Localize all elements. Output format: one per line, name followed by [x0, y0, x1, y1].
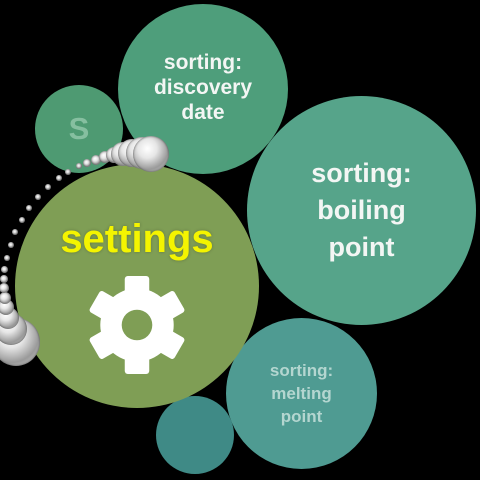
settings-button[interactable]: settings [15, 164, 259, 408]
diamond-bead [18, 216, 25, 223]
sort-melting-point-button[interactable]: sorting: melting point [226, 318, 377, 469]
diamond-bead [0, 275, 9, 284]
diamond-bead [7, 241, 14, 248]
diamond-bead [55, 175, 62, 182]
diamond-bead [26, 204, 33, 211]
diamond-bead [75, 163, 82, 170]
diamond-bead [0, 291, 11, 304]
diamond-bead [65, 168, 72, 175]
sort-melting-point-label: sorting: melting point [269, 361, 334, 426]
sort-boiling-point-label: sorting: boiling point [311, 158, 412, 262]
settings-label: settings [60, 217, 214, 261]
diamond-bead [83, 158, 92, 167]
sort-boiling-point-button[interactable]: sorting: boiling point [247, 96, 476, 325]
diamond-bead [3, 255, 10, 262]
diamond-bead [35, 194, 42, 200]
s-bubble-label: S [68, 111, 90, 146]
diamond-bead [0, 283, 10, 294]
diamond-bead [90, 154, 101, 165]
sort-discovery-date-label: sorting: discovery date [153, 50, 253, 124]
gear-icon [89, 276, 185, 374]
small-bubble-button[interactable] [156, 396, 234, 474]
diamond-bead [45, 184, 51, 191]
diamond-bead [132, 135, 169, 172]
diamond-bead [12, 228, 19, 235]
diamond-bead [1, 266, 9, 274]
